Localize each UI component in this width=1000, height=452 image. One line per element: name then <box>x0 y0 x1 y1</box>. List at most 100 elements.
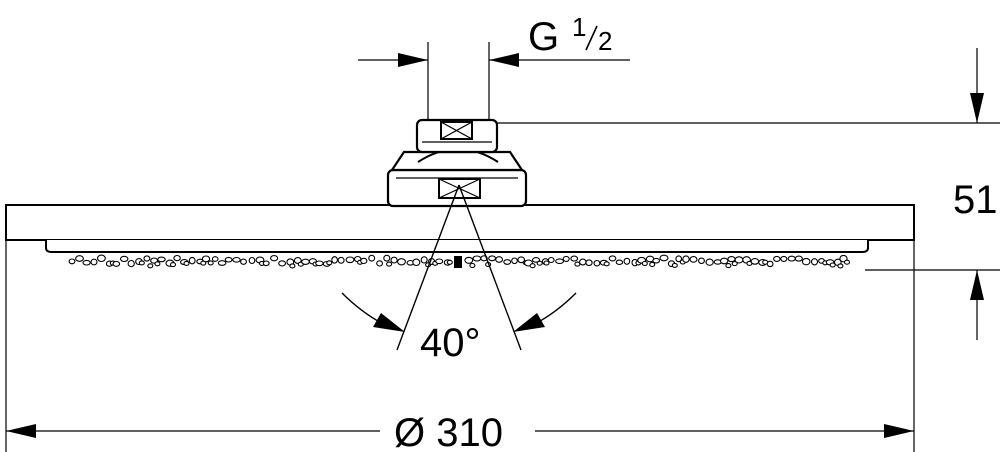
nozzle <box>472 255 482 262</box>
nozzle <box>659 254 669 262</box>
nozzle <box>469 262 476 269</box>
nozzle <box>750 258 760 265</box>
nozzle <box>547 256 555 264</box>
nozzle <box>143 255 151 262</box>
nozzle <box>517 256 526 264</box>
nozzle <box>183 260 190 266</box>
nozzle <box>570 255 579 262</box>
nozzle <box>503 259 512 265</box>
nozzle <box>531 257 541 263</box>
nozzle <box>138 260 145 266</box>
nozzle <box>248 256 256 265</box>
thread-denominator-label: 2 <box>598 26 612 56</box>
shower-plate <box>5 204 915 241</box>
nozzle <box>562 255 570 262</box>
nozzle <box>464 256 474 264</box>
nozzle <box>119 255 129 263</box>
nozzle <box>689 256 698 263</box>
nozzle <box>529 263 536 269</box>
nozzle <box>207 260 214 266</box>
nozzle <box>90 258 98 266</box>
nozzle <box>725 263 732 269</box>
nozzle <box>240 258 247 265</box>
nozzle <box>641 260 648 267</box>
nozzle <box>157 256 166 263</box>
nozzle <box>705 258 714 266</box>
thread-prefix-label: G <box>528 15 559 59</box>
angle-label: 40° <box>420 321 481 365</box>
fitting-swivel <box>389 150 525 172</box>
nozzle <box>127 259 135 268</box>
nozzle <box>278 260 287 267</box>
nozzle <box>555 258 565 265</box>
nozzle <box>211 256 219 262</box>
thread-dimension: G 1 2 <box>358 12 630 120</box>
nozzle <box>682 255 690 263</box>
nozzle <box>675 255 683 263</box>
nozzle <box>154 261 161 267</box>
nozzle <box>270 255 279 262</box>
nozzle <box>536 260 543 266</box>
nozzle <box>201 255 211 263</box>
nozzle <box>593 259 601 267</box>
nozzle <box>96 254 106 263</box>
nozzle <box>331 256 338 264</box>
nozzle <box>82 259 91 266</box>
nozzle <box>766 260 774 268</box>
height-dimension: 51 <box>497 48 1000 340</box>
nozzle <box>169 262 177 268</box>
nozzle <box>446 259 453 265</box>
nozzle <box>727 256 736 263</box>
nozzle <box>412 258 421 267</box>
nozzle <box>608 255 617 262</box>
nozzle <box>579 258 587 266</box>
nozzle <box>671 262 678 268</box>
nozzle <box>649 261 656 268</box>
nozzle <box>543 260 550 266</box>
diameter-dimension: Ø 310 <box>5 240 915 452</box>
nozzle <box>780 255 788 262</box>
nozzle <box>719 257 729 265</box>
diameter-label: Ø 310 <box>394 411 503 452</box>
nozzle <box>397 258 406 266</box>
nozzle <box>217 260 227 266</box>
nozzle <box>495 256 504 263</box>
fitting-top-nut <box>415 118 499 154</box>
nozzle <box>360 257 368 265</box>
nozzle <box>843 259 851 265</box>
nozzle <box>345 256 355 264</box>
nozzle <box>390 256 398 264</box>
nozzle <box>376 260 384 267</box>
nozzle <box>837 263 844 269</box>
fitting-base-nut <box>438 178 481 199</box>
nozzle <box>511 257 518 265</box>
nozzle <box>262 260 270 267</box>
angle-dimension: 40° <box>341 184 577 365</box>
nozzle <box>652 257 661 264</box>
nozzle <box>787 255 796 262</box>
thread-numerator-label: 1 <box>572 12 586 42</box>
nozzle <box>224 256 233 263</box>
nozzle <box>337 256 345 264</box>
height-label: 51 <box>953 178 998 222</box>
nozzle <box>615 259 624 266</box>
nozzle <box>773 255 781 262</box>
nozzle <box>603 261 610 267</box>
nozzle <box>232 256 241 263</box>
nozzle <box>623 257 631 265</box>
nozzle <box>147 263 154 269</box>
nozzle <box>301 258 310 265</box>
nozzle <box>386 261 393 267</box>
nozzle <box>794 255 803 262</box>
nozzle <box>75 255 84 262</box>
shower-lower-plate <box>45 240 869 253</box>
nozzle <box>68 258 76 265</box>
shower-head <box>5 204 915 269</box>
nozzle <box>383 254 391 262</box>
nozzle <box>368 254 376 262</box>
nozzle <box>315 260 324 267</box>
nozzle <box>435 258 444 265</box>
nozzle <box>420 256 428 264</box>
nozzle <box>289 263 296 269</box>
